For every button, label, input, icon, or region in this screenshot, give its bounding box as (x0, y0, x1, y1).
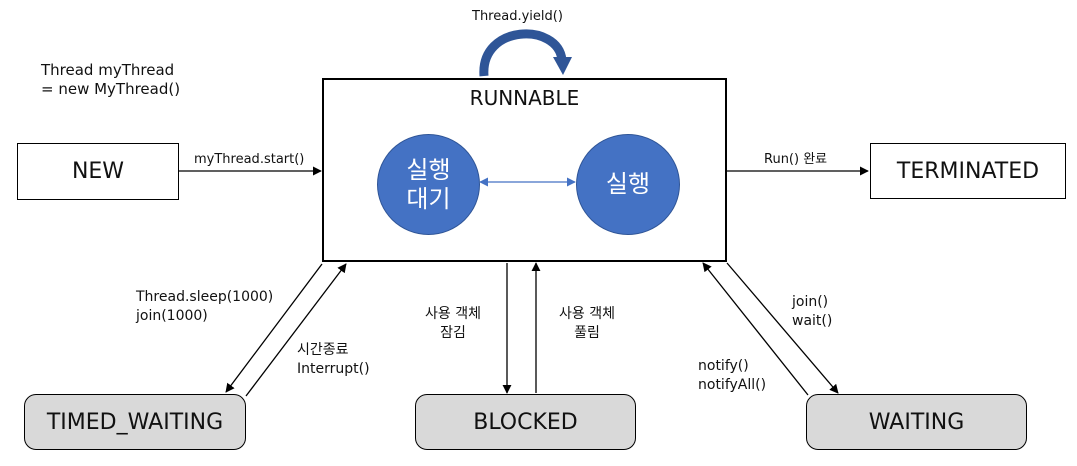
notify-labels: notify() notifyAll() (698, 357, 766, 395)
state-ready-line2: 대기 (406, 184, 451, 213)
lock-labels: 사용 객체 잠김 (416, 305, 490, 343)
unlock-label-line2: 풀림 (574, 325, 600, 341)
state-timed-waiting: TIMED_WAITING (24, 394, 246, 450)
state-waiting-label: WAITING (868, 409, 965, 435)
timeout-arrow (245, 263, 347, 397)
notify-label: notify() (698, 358, 749, 374)
init-code-line1: Thread myThread (41, 61, 175, 79)
state-timed-waiting-label: TIMED_WAITING (46, 409, 224, 435)
unlock-labels: 사용 객체 풀림 (550, 305, 624, 343)
yield-arrow (479, 29, 567, 77)
sleep-label: Thread.sleep(1000) (136, 289, 274, 305)
lock-label-line1: 사용 객체 (425, 306, 481, 322)
init-code: Thread myThread = new MyThread() (41, 61, 180, 99)
timeout-label: 시간종료 (297, 342, 349, 358)
interrupt-label: Interrupt() (297, 361, 370, 377)
state-new-label: NEW (71, 159, 125, 184)
state-terminated-label: TERMINATED (896, 158, 1040, 184)
join-label: join() (792, 294, 829, 310)
wait-arrow (726, 262, 839, 394)
state-running-circle: 실행 (576, 134, 680, 235)
init-code-line2: = new MyThread() (41, 80, 181, 98)
notify-arrow (702, 262, 809, 396)
yield-arrowhead (553, 57, 572, 75)
yield-label: Thread.yield() (472, 9, 563, 24)
timeout-labels: 시간종료 Interrupt() (297, 341, 370, 379)
wait-labels: join() wait() (792, 293, 832, 331)
state-new: NEW (17, 143, 179, 200)
sleep-arrow (225, 263, 323, 393)
join-timed-label: join(1000) (136, 308, 208, 324)
wait-label: wait() (792, 313, 833, 329)
state-ready-circle: 실행 대기 (377, 134, 480, 235)
state-blocked-label: BLOCKED (473, 409, 578, 435)
state-terminated: TERMINATED (870, 143, 1066, 199)
state-ready-line1: 실행 (406, 155, 451, 184)
notify-all-label: notifyAll() (698, 377, 767, 393)
lock-label-line2: 잠김 (440, 325, 466, 341)
state-blocked: BLOCKED (415, 394, 636, 450)
sleep-labels: Thread.sleep(1000) join(1000) (136, 288, 273, 326)
state-waiting: WAITING (806, 394, 1027, 450)
run-done-label: Run() 완료 (764, 152, 828, 167)
state-runnable-label: RUNNABLE (469, 86, 580, 110)
unlock-label-line1: 사용 객체 (559, 306, 615, 322)
state-running-label: 실행 (605, 170, 651, 198)
start-label: myThread.start() (194, 152, 305, 167)
